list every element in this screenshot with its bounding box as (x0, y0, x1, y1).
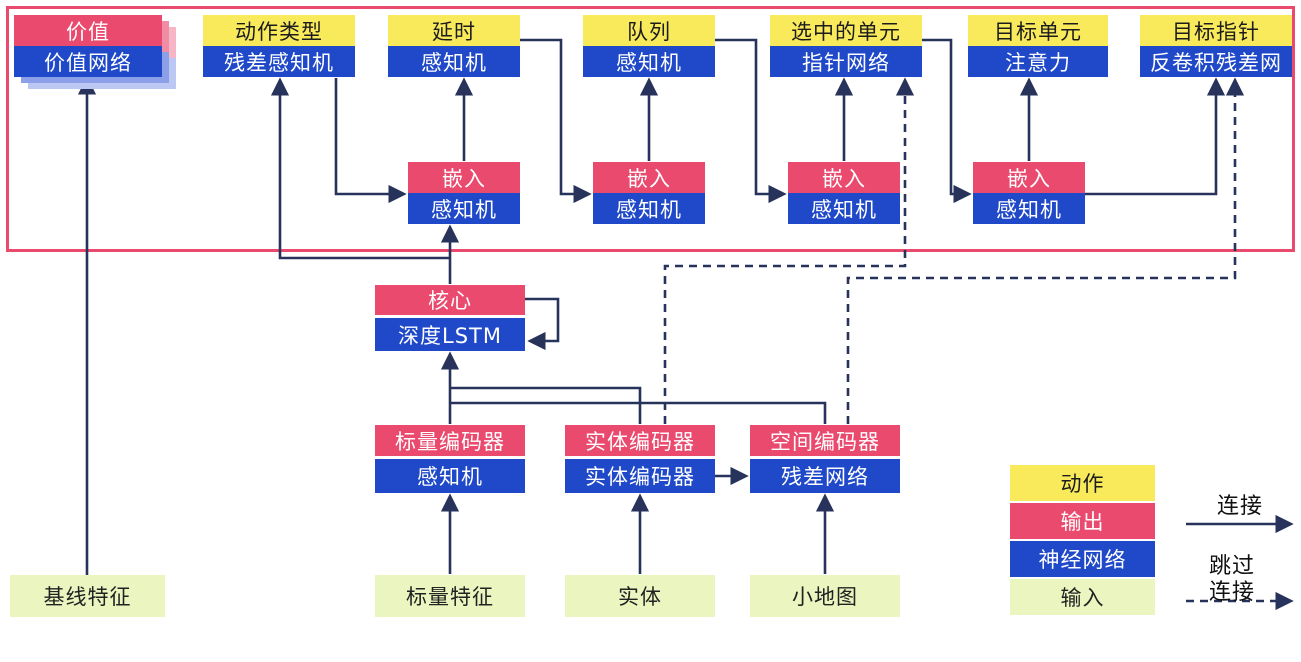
queue-label: 队列 (583, 15, 715, 46)
scalar-encoder-block: 标量编码器 感知机 (375, 425, 525, 493)
scalar-features-input: 标量特征 (375, 575, 525, 617)
embedding-3-label: 嵌入 (788, 162, 900, 193)
queue-head: 队列 感知机 (583, 15, 715, 77)
output-heads-border (6, 6, 1295, 252)
embedding-mlp-1: 嵌入 感知机 (408, 162, 520, 224)
legend-output-swatch: 输出 (1010, 503, 1155, 539)
target-unit-label: 目标单元 (968, 15, 1108, 46)
target-point-head: 目标指针 反卷积残差网 (1140, 15, 1292, 77)
target-unit-head: 目标单元 注意力 (968, 15, 1108, 77)
skip-entity-to-pointer-network (663, 77, 915, 424)
embedding-1-network: 感知机 (408, 193, 520, 224)
selected-units-network: 指针网络 (770, 46, 922, 77)
embedding-3-network: 感知机 (788, 193, 900, 224)
conn-selected-units-to-embed4 (922, 38, 972, 204)
legend-network-swatch: 神经网络 (1010, 541, 1155, 577)
value-head-network: 价值网络 (14, 46, 162, 77)
conn-embed4-to-target-point (1085, 77, 1226, 196)
embedding-1-label: 嵌入 (408, 162, 520, 193)
skip-spatial-to-deconv (846, 77, 1245, 424)
action-type-label: 动作类型 (203, 15, 355, 46)
conn-queue-to-embed3 (715, 38, 787, 204)
conn-spatial-encoder-to-core (451, 401, 827, 424)
entity-encoder-block: 实体编码器 实体编码器 (565, 425, 715, 493)
scalar-encoder-network: 感知机 (375, 459, 525, 493)
conn-lstm-self-loop (525, 297, 560, 351)
target-unit-network: 注意力 (968, 46, 1108, 77)
embedding-mlp-2: 嵌入 感知机 (593, 162, 705, 224)
embedding-mlp-4: 嵌入 感知机 (973, 162, 1085, 224)
action-type-head: 动作类型 残差感知机 (203, 15, 355, 77)
spatial-encoder-block: 空间编码器 残差网络 (750, 425, 900, 493)
legend-action-swatch: 动作 (1010, 465, 1155, 501)
legend-connection-label: 连接 (1216, 494, 1263, 519)
selected-units-label: 选中的单元 (770, 15, 922, 46)
conn-core-to-action-type (270, 77, 450, 260)
baseline-features-input: 基线特征 (10, 575, 165, 617)
core-block: 核心 深度LSTM (375, 285, 525, 351)
embedding-2-label: 嵌入 (593, 162, 705, 193)
legend-input-swatch: 输入 (1010, 579, 1155, 615)
entity-encoder-network: 实体编码器 (565, 459, 715, 493)
minimap-input: 小地图 (750, 575, 900, 617)
core-label: 核心 (375, 285, 525, 318)
core-network: 深度LSTM (375, 318, 525, 351)
embedding-2-network: 感知机 (593, 193, 705, 224)
action-type-network: 残差感知机 (203, 46, 355, 77)
embedding-mlp-3: 嵌入 感知机 (788, 162, 900, 224)
conn-entity-encoder-to-core (451, 386, 642, 424)
target-point-label: 目标指针 (1140, 15, 1292, 46)
legend-skip-label-top: 跳过 (1208, 554, 1255, 579)
embedding-4-network: 感知机 (973, 193, 1085, 224)
target-point-network: 反卷积残差网 (1140, 46, 1292, 77)
conn-delay-to-embed2 (520, 38, 592, 204)
legend-skip-label-bottom: 连接 (1208, 580, 1255, 605)
value-head-label: 价值 (14, 15, 162, 46)
selected-units-head: 选中的单元 指针网络 (770, 15, 922, 77)
queue-network: 感知机 (583, 46, 715, 77)
conn-action-type-to-embed1 (334, 78, 407, 204)
spatial-encoder-label: 空间编码器 (750, 425, 900, 459)
delay-label: 延时 (388, 15, 520, 46)
delay-head: 延时 感知机 (388, 15, 520, 77)
entities-input: 实体 (565, 575, 715, 617)
embedding-4-label: 嵌入 (973, 162, 1085, 193)
spatial-encoder-network: 残差网络 (750, 459, 900, 493)
entity-encoder-label: 实体编码器 (565, 425, 715, 459)
delay-network: 感知机 (388, 46, 520, 77)
value-head: 价值 价值网络 (14, 15, 162, 77)
scalar-encoder-label: 标量编码器 (375, 425, 525, 459)
